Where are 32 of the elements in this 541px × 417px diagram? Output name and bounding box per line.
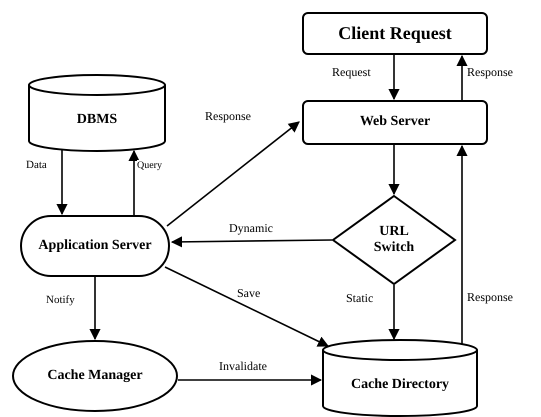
process-box xyxy=(302,100,488,145)
edge-label: Notify xyxy=(46,294,75,306)
edge-label: Response xyxy=(467,66,513,80)
node-label: Client Request xyxy=(338,23,452,44)
edge-label: Query xyxy=(137,160,162,171)
node-label: Cache Directory xyxy=(350,376,450,394)
arrow xyxy=(178,374,322,386)
arrow xyxy=(166,121,300,227)
edge-label: Data xyxy=(26,159,47,172)
arrow xyxy=(170,236,332,248)
node-label: Web Server xyxy=(360,114,430,131)
node-label: DBMS xyxy=(76,112,118,128)
arrow xyxy=(388,285,400,340)
arrow xyxy=(388,145,400,196)
node-label: URL Switch xyxy=(372,224,416,256)
request-box xyxy=(302,12,488,55)
arrow xyxy=(128,150,140,215)
edge-label: Response xyxy=(205,110,251,124)
edge-label: Response xyxy=(467,291,513,304)
arrow xyxy=(456,54,468,100)
arrow xyxy=(388,55,400,100)
arrow xyxy=(89,277,101,340)
arrow xyxy=(456,144,468,344)
arrow xyxy=(164,266,329,347)
edge-label: Save xyxy=(237,287,260,300)
arrow xyxy=(56,149,68,216)
edge-label: Dynamic xyxy=(229,222,273,236)
node-label: Cache Manager xyxy=(47,368,143,384)
node-label: Application Server xyxy=(38,238,152,254)
edge-label: Static xyxy=(346,292,374,306)
edge-label: Invalidate xyxy=(219,360,267,374)
edge-label: Request xyxy=(332,66,371,80)
